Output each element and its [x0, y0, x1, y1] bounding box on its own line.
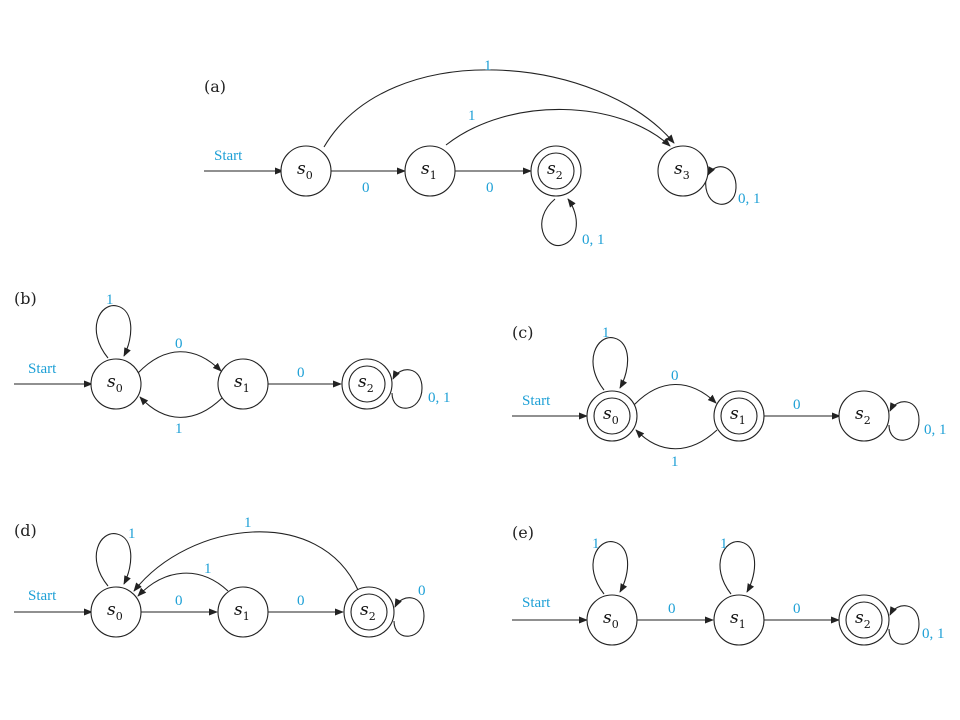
- svg-text:s0: s0: [107, 372, 123, 395]
- panel-d-label: (d): [14, 521, 37, 540]
- state-s2-accept: s2: [341, 358, 393, 410]
- svg-text:s3: s3: [674, 159, 690, 182]
- edge-s2-s0: [133, 531, 359, 592]
- svg-text:s2: s2: [855, 608, 871, 631]
- state-s0: s0: [90, 586, 142, 638]
- edge-s0-loop: [592, 541, 629, 595]
- edge-s0-s1: [137, 351, 222, 374]
- state-s1: s1: [404, 145, 456, 197]
- edge-label: 1: [671, 454, 679, 470]
- edge-s1-s3: [445, 108, 671, 147]
- edge-s2-loop: [391, 369, 423, 409]
- svg-text:s1: s1: [730, 608, 746, 631]
- state-s1-accept: s1: [713, 390, 765, 442]
- edge-label: 0: [793, 397, 801, 413]
- edge-label: 0: [418, 583, 426, 599]
- edge-s3-loop: [705, 166, 737, 205]
- edge-s2-loop: [888, 605, 920, 645]
- edge-s1-s0: [139, 396, 223, 418]
- edge-s0-s3: [323, 69, 675, 148]
- edge-s2-loop: [541, 198, 577, 247]
- svg-text:s2: s2: [855, 404, 871, 427]
- edge-label: 1: [204, 561, 212, 577]
- edge-label: 1: [602, 325, 610, 341]
- panel-b-label: (b): [14, 289, 37, 308]
- edge-label: 1: [720, 536, 728, 552]
- panel-a: (a) Start 1 1 0 0 0, 1 0, 1 s0 s1: [204, 58, 761, 248]
- edge-label: 1: [244, 515, 252, 531]
- state-s2-accept: s2: [343, 586, 395, 638]
- edge-label: 1: [175, 421, 183, 437]
- edge-label: 1: [484, 58, 492, 74]
- panel-b: (b) Start 1 0 1 0 0, 1 s0 s1 s2: [14, 289, 451, 437]
- state-s2-accept: s2: [530, 145, 582, 197]
- edge-label: 0: [297, 593, 305, 609]
- state-s1: s1: [217, 358, 269, 410]
- svg-text:s2: s2: [547, 159, 563, 182]
- panel-c: (c) Start 1 0 1 0 0, 1 s0 s1 s2: [512, 323, 947, 470]
- edge-label: 0, 1: [922, 626, 945, 642]
- panel-a-label: (a): [204, 77, 226, 96]
- edge-label: 1: [128, 526, 136, 542]
- state-s0-accept: s0: [586, 390, 638, 442]
- edge-label: 1: [592, 536, 600, 552]
- state-s2-accept: s2: [838, 594, 890, 646]
- edge-label: 0, 1: [428, 390, 451, 406]
- svg-text:s1: s1: [730, 404, 746, 427]
- state-s1: s1: [713, 594, 765, 646]
- state-s1: s1: [217, 586, 269, 638]
- edge-s2-loop: [888, 401, 920, 441]
- edge-label: 0, 1: [582, 232, 605, 248]
- edge-s1-s0: [137, 572, 229, 597]
- edge-label: 1: [106, 292, 114, 308]
- start-label: Start: [522, 595, 551, 611]
- edge-label: 0: [362, 180, 370, 196]
- panel-d: (d) Start 1 1 1 0 0 0 s0 s1 s2: [14, 515, 426, 638]
- svg-text:s0: s0: [297, 159, 313, 182]
- start-label: Start: [28, 361, 57, 377]
- edge-label: 0: [297, 365, 305, 381]
- edge-s1-loop: [719, 541, 756, 595]
- svg-text:s1: s1: [234, 600, 250, 623]
- state-s2: s2: [838, 390, 890, 442]
- edge-s0-s1: [633, 384, 717, 406]
- edge-label: 0: [175, 336, 183, 352]
- state-s3: s3: [657, 145, 709, 197]
- state-s0: s0: [586, 594, 638, 646]
- svg-text:s0: s0: [107, 600, 123, 623]
- start-label: Start: [214, 148, 243, 164]
- start-label: Start: [522, 393, 551, 409]
- edge-label: 0, 1: [738, 191, 761, 207]
- state-s0: s0: [90, 358, 142, 410]
- edge-label: 0: [671, 368, 679, 384]
- edge-s0-loop: [95, 533, 132, 587]
- svg-text:s2: s2: [360, 600, 376, 623]
- svg-text:s0: s0: [603, 608, 619, 631]
- edge-s2-loop: [393, 597, 425, 637]
- svg-text:s1: s1: [421, 159, 437, 182]
- edge-label: 0: [668, 601, 676, 617]
- edge-s0-loop: [95, 305, 132, 359]
- panel-c-label: (c): [512, 323, 533, 342]
- edge-s0-loop: [592, 337, 629, 391]
- edge-label: 0: [486, 180, 494, 196]
- edge-label: 1: [468, 108, 476, 124]
- svg-text:s2: s2: [358, 372, 374, 395]
- panel-e-label: (e): [512, 523, 534, 542]
- svg-text:s0: s0: [603, 404, 619, 427]
- start-label: Start: [28, 588, 57, 604]
- edge-s1-s0: [635, 429, 718, 450]
- edge-label: 0, 1: [924, 422, 947, 438]
- edge-label: 0: [175, 593, 183, 609]
- panel-e: (e) Start 1 0 1 0 0, 1 s0 s1 s2: [512, 523, 945, 646]
- edge-label: 0: [793, 601, 801, 617]
- state-s0: s0: [280, 145, 332, 197]
- svg-text:s1: s1: [234, 372, 250, 395]
